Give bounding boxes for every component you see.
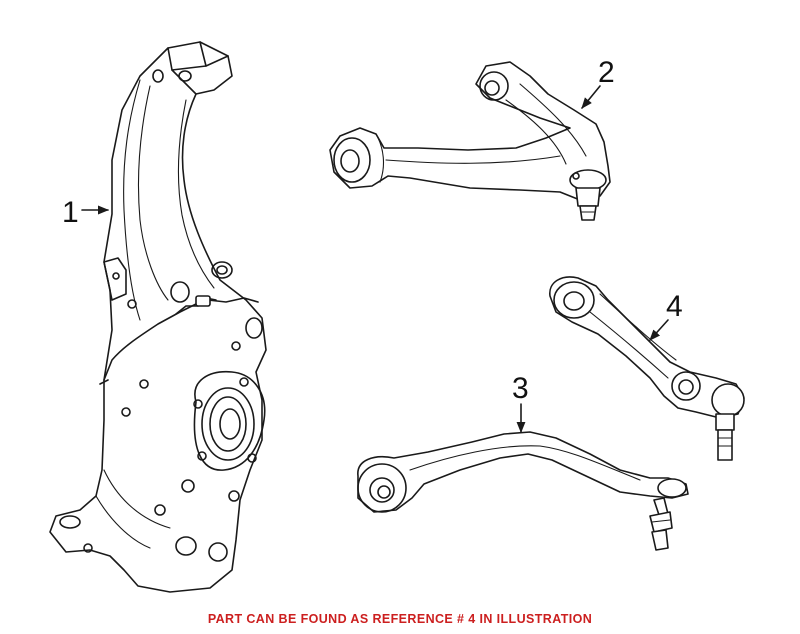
- part-4-control-arm: [549, 276, 745, 461]
- callout-4: 4: [649, 290, 683, 341]
- callout-1: 1: [62, 196, 110, 229]
- part-1-steering-knuckle: [49, 41, 267, 593]
- callout-2-label: 2: [598, 56, 615, 89]
- callout-3-label: 3: [512, 372, 529, 405]
- callout-4-label: 4: [666, 290, 683, 323]
- callout-4-arrow: [649, 319, 669, 341]
- callout-1-label: 1: [62, 196, 79, 229]
- callout-2: 2: [581, 56, 615, 109]
- callout-2-arrow: [581, 85, 601, 109]
- callout-3: 3: [512, 372, 529, 434]
- part-3-lower-control-arm: [357, 431, 689, 551]
- reference-note: PART CAN BE FOUND AS REFERENCE # 4 IN IL…: [207, 612, 593, 626]
- part-2-upper-control-arm: [329, 61, 611, 221]
